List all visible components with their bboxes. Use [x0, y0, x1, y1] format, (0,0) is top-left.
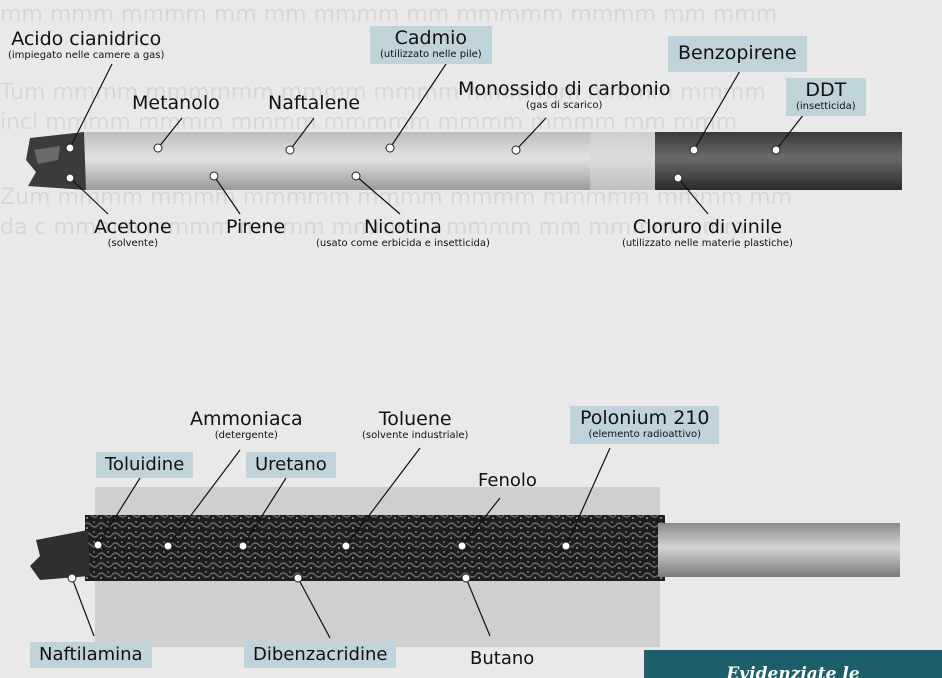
- label-uretano: Uretano: [246, 452, 336, 478]
- label-cloruro-di-vinile: Cloruro di vinile (utilizzato nelle mate…: [622, 218, 793, 249]
- label-acetone: Acetone (solvente): [94, 218, 172, 249]
- label-ammoniaca: Ammoniaca (detergente): [190, 410, 303, 441]
- top-cigarette: [26, 132, 902, 190]
- label-metanolo: Metanolo: [132, 94, 220, 114]
- label-toluene: Toluene (solvente industriale): [362, 410, 468, 441]
- bottom-cigarette-ash: [30, 530, 90, 580]
- label-fenolo: Fenolo: [478, 472, 537, 490]
- label-cadmio: Cadmio (utilizzato nelle pile): [370, 26, 492, 64]
- top-cigarette-filter: [655, 132, 902, 190]
- label-dibenzacridine: Dibenzacridine: [244, 642, 396, 668]
- label-naftilamina: Naftilamina: [30, 642, 152, 668]
- label-pirene: Pirene: [226, 218, 285, 238]
- label-butano: Butano: [470, 650, 534, 668]
- top-cigarette-paper: [80, 132, 660, 190]
- label-acido-cianidrico: Acido cianidrico (impiegato nelle camere…: [8, 30, 164, 61]
- top-cigarette-ash: [26, 132, 86, 190]
- caption-text: Evidenziate le: [726, 664, 859, 678]
- label-ddt: DDT (insetticida): [786, 78, 866, 116]
- label-monossido: Monossido di carbonio (gas di scarico): [458, 80, 670, 111]
- label-naftalene: Naftalene: [268, 94, 360, 114]
- bottom-cigarette-filter: [658, 523, 900, 577]
- caption-box: Evidenziate le: [644, 650, 942, 678]
- label-benzopirene: Benzopirene: [668, 36, 807, 72]
- label-toluidine: Toluidine: [96, 452, 193, 478]
- bottom-cigarette: [30, 487, 900, 647]
- label-polonium-210: Polonium 210 (elemento radioattivo): [570, 406, 719, 444]
- label-nicotina: Nicotina (usato come erbicida e insettic…: [316, 218, 490, 249]
